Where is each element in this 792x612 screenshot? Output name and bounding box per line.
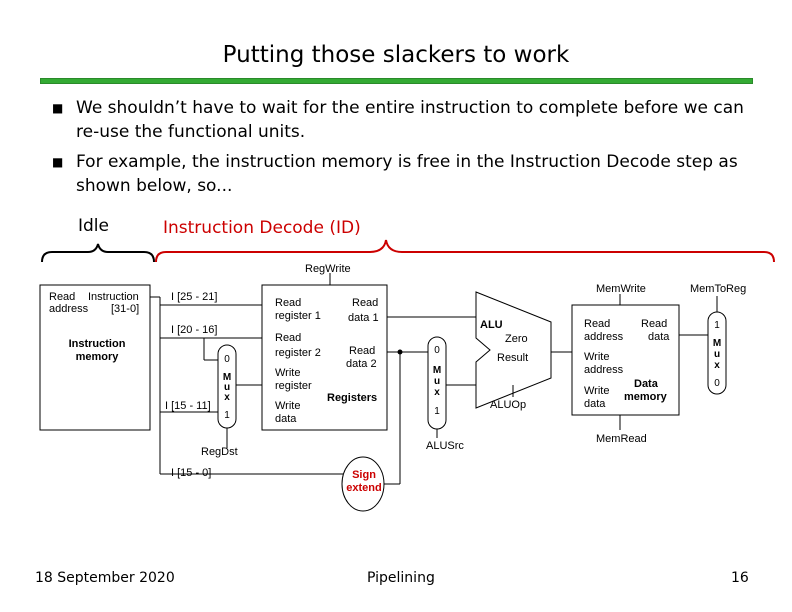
field-rd-label: I [15 - 11] bbox=[165, 400, 211, 412]
alu-name-label: ALU bbox=[480, 319, 503, 331]
regdata2-junction bbox=[397, 349, 403, 355]
regdst-mux-in1: 1 bbox=[224, 410, 230, 421]
bullet-square-icon: ■ bbox=[52, 101, 64, 115]
memtoreg-control-label: MemToReg bbox=[690, 283, 746, 295]
dmem-write-address-label: address bbox=[584, 364, 624, 376]
decode-brace bbox=[155, 239, 775, 263]
footer-topic: Pipelining bbox=[367, 570, 435, 586]
dmem-read-address-label: address bbox=[584, 331, 624, 343]
alusrc-mux-x: x bbox=[434, 387, 440, 398]
bullet-text: For example, the instruction memory is f… bbox=[76, 152, 738, 196]
imem-read-address-label: Read bbox=[49, 291, 75, 303]
bullet-item: ■ For example, the instruction memory is… bbox=[52, 150, 752, 198]
alusrc-control-label: ALUSrc bbox=[426, 440, 464, 452]
stage-label-decode: Instruction Decode (ID) bbox=[163, 218, 361, 238]
regfile-output-wires bbox=[380, 316, 476, 485]
regwrite-control-label: RegWrite bbox=[305, 263, 351, 275]
dmem-write-address-label: Write bbox=[584, 351, 609, 363]
data-memory-block bbox=[571, 304, 680, 416]
regfile-write-reg-label: Write bbox=[275, 367, 300, 379]
alu-unit bbox=[475, 291, 552, 409]
memtoreg-mux-x: x bbox=[714, 360, 720, 371]
footer-date: 18 September 2020 bbox=[35, 570, 175, 586]
field-rs-label: I [25 - 21] bbox=[171, 291, 217, 303]
instruction-memory-block bbox=[39, 284, 151, 431]
regdst-mux-u: u bbox=[224, 382, 230, 393]
imem-read-address-label: address bbox=[49, 303, 89, 315]
bullet-list: ■ We shouldn’t have to wait for the enti… bbox=[52, 96, 752, 204]
alu-result-label: Result bbox=[497, 352, 528, 364]
regfile-read-reg-1-label: register 1 bbox=[275, 310, 321, 322]
bullet-item: ■ We shouldn’t have to wait for the enti… bbox=[52, 96, 752, 144]
regdst-control-label: RegDst bbox=[201, 446, 238, 458]
idle-brace bbox=[41, 243, 155, 263]
regfile-read-reg-2-label: Read bbox=[275, 332, 301, 344]
dmem-read-data-label: Read bbox=[641, 318, 667, 330]
regdst-mux-in0: 0 bbox=[224, 354, 230, 365]
instruction-field-wires bbox=[150, 296, 345, 475]
imem-instruction-label: [31-0] bbox=[111, 303, 139, 315]
memtoreg-mux-u: u bbox=[714, 349, 720, 360]
regfile-write-data-label: Write bbox=[275, 400, 300, 412]
alusrc-mux-in0: 0 bbox=[434, 345, 440, 356]
regfile-read-reg-2-label: register 2 bbox=[275, 347, 321, 359]
regfile-read-data-2-label: data 2 bbox=[346, 358, 377, 370]
footer-page-number: 16 bbox=[731, 570, 749, 586]
imem-name-label: Instruction bbox=[69, 338, 126, 350]
sign-extend-label: extend bbox=[346, 482, 381, 494]
alusrc-mux-m: M bbox=[433, 365, 441, 376]
regdst-mux-m: M bbox=[223, 372, 231, 383]
regfile-read-data-1-label: data 1 bbox=[348, 312, 379, 324]
memread-control-label: MemRead bbox=[596, 433, 647, 445]
regfile-write-data-label: data bbox=[275, 413, 297, 425]
dmem-name-label: memory bbox=[624, 391, 668, 403]
dmem-read-address-label: Read bbox=[584, 318, 610, 330]
regfile-read-data-2-label: Read bbox=[349, 345, 375, 357]
memtoreg-mux-m: M bbox=[713, 338, 721, 349]
sign-extend-unit bbox=[341, 456, 385, 512]
slide-title: Putting those slackers to work bbox=[222, 42, 570, 68]
imem-instruction-label: Instruction bbox=[88, 291, 139, 303]
regfile-read-data-1-label: Read bbox=[352, 297, 378, 309]
memwrite-control-label: MemWrite bbox=[596, 283, 646, 295]
dmem-read-data-label: data bbox=[648, 331, 670, 343]
field-rt-label: I [20 - 16] bbox=[171, 324, 217, 336]
sign-extend-label: Sign bbox=[352, 469, 376, 481]
stage-label-idle: Idle bbox=[78, 216, 109, 236]
alusrc-mux-u: u bbox=[434, 376, 440, 387]
dmem-write-data-label: Write bbox=[584, 385, 609, 397]
bullet-text: We shouldn’t have to wait for the entire… bbox=[76, 98, 744, 142]
regfile-read-reg-1-label: Read bbox=[275, 297, 301, 309]
alu-zero-label: Zero bbox=[505, 333, 528, 345]
alusrc-mux-in1: 1 bbox=[434, 406, 440, 417]
bullet-square-icon: ■ bbox=[52, 155, 64, 169]
regfile-name-label: Registers bbox=[327, 392, 377, 404]
imem-name-label: memory bbox=[76, 351, 120, 363]
aluop-control-label: ALUOp bbox=[490, 399, 526, 411]
dmem-name-label: Data bbox=[634, 378, 659, 390]
register-file-block bbox=[261, 284, 388, 431]
field-imm-label: I [15 - 0] bbox=[171, 467, 211, 479]
memtoreg-mux-in1: 1 bbox=[714, 320, 720, 331]
regfile-write-reg-label: register bbox=[275, 380, 312, 392]
memtoreg-mux-in0: 0 bbox=[714, 378, 720, 389]
dmem-write-data-label: data bbox=[584, 398, 606, 410]
title-rule bbox=[40, 78, 753, 84]
regdst-mux-x: x bbox=[224, 392, 230, 403]
